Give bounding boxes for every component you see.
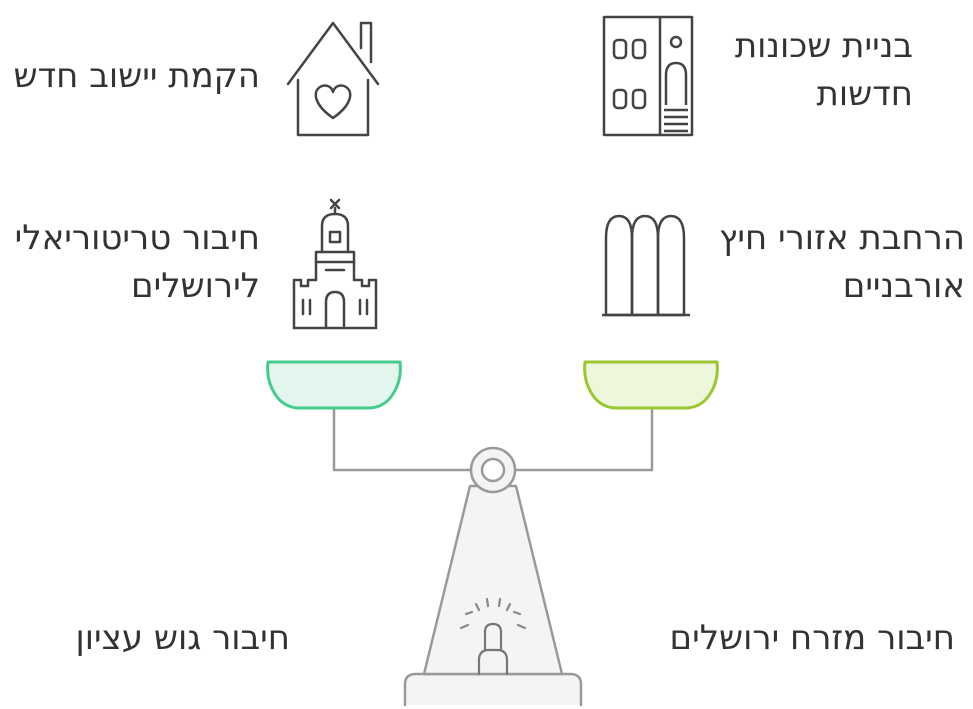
label-line: חדשות	[735, 70, 913, 118]
label-line: אורבניים	[719, 262, 965, 310]
label-gush-etzion: חיבור גוש עציון	[76, 614, 291, 662]
left-pan	[268, 362, 401, 408]
label-buffer-zones: הרחבת אזורי חיץ אורבניים	[719, 214, 965, 310]
apartment-building-icon	[604, 17, 692, 135]
scale-body	[424, 486, 562, 674]
label-new-neighborhoods: בניית שכונות חדשות	[735, 22, 913, 118]
scale-base	[405, 674, 581, 705]
label-east-jerusalem: חיבור מזרח ירושלים	[670, 614, 955, 662]
balance-scale	[268, 362, 718, 705]
house-heart-icon	[288, 23, 378, 135]
label-territorial-link: חיבור טריטוריאלי לירושלים	[15, 214, 260, 310]
arches-icon	[602, 216, 690, 315]
label-line: לירושלים	[15, 262, 260, 310]
jerusalem-building-icon	[294, 200, 376, 328]
label-line: בניית שכונות	[735, 22, 913, 70]
label-line: הרחבת אזורי חיץ	[719, 214, 965, 262]
label-line: חיבור טריטוריאלי	[15, 214, 260, 262]
right-pan	[585, 362, 718, 408]
label-line: הקמת יישוב חדש	[14, 52, 260, 100]
label-new-settlement: הקמת יישוב חדש	[14, 52, 260, 100]
